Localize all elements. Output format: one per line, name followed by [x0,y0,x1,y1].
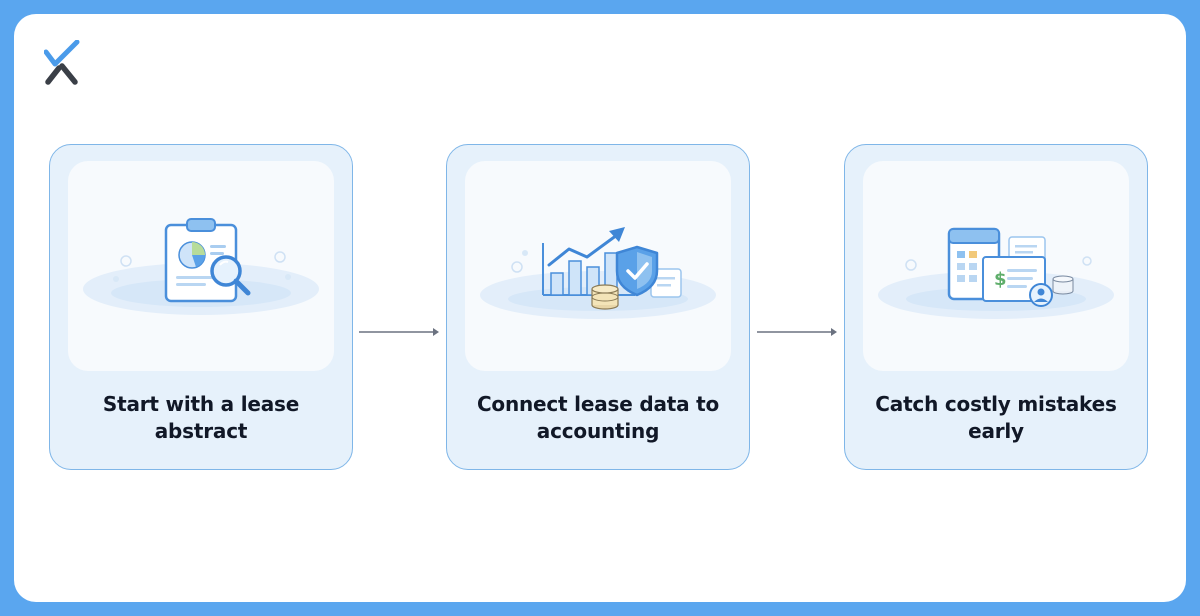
step-2-illustration [465,161,731,371]
arrow-right-icon [359,328,439,336]
step-card-2: Connect lease data to accounting [446,144,750,470]
step-card-3: $ Catch costly mistakes early [844,144,1148,470]
step-2-label: Connect lease data to accounting [476,392,720,443]
arrow-right-icon [757,328,837,336]
check-x-logo-icon [44,40,80,85]
step-3-illustration: $ [863,161,1129,371]
step-3-label: Catch costly mistakes early [875,392,1117,443]
step-1-label: Start with a lease abstract [102,392,300,443]
step-card-1: Start with a lease abstract [49,144,353,470]
clipboard-chart-magnifier-icon [83,218,319,315]
step-1-illustration [68,161,334,371]
flow-canvas: Start with a lease abstract [14,14,1186,602]
growth-chart-shield-coins-icon [480,227,716,319]
svg-text:$: $ [994,269,1007,290]
calculator-invoice-user-icon: $ [878,227,1114,319]
